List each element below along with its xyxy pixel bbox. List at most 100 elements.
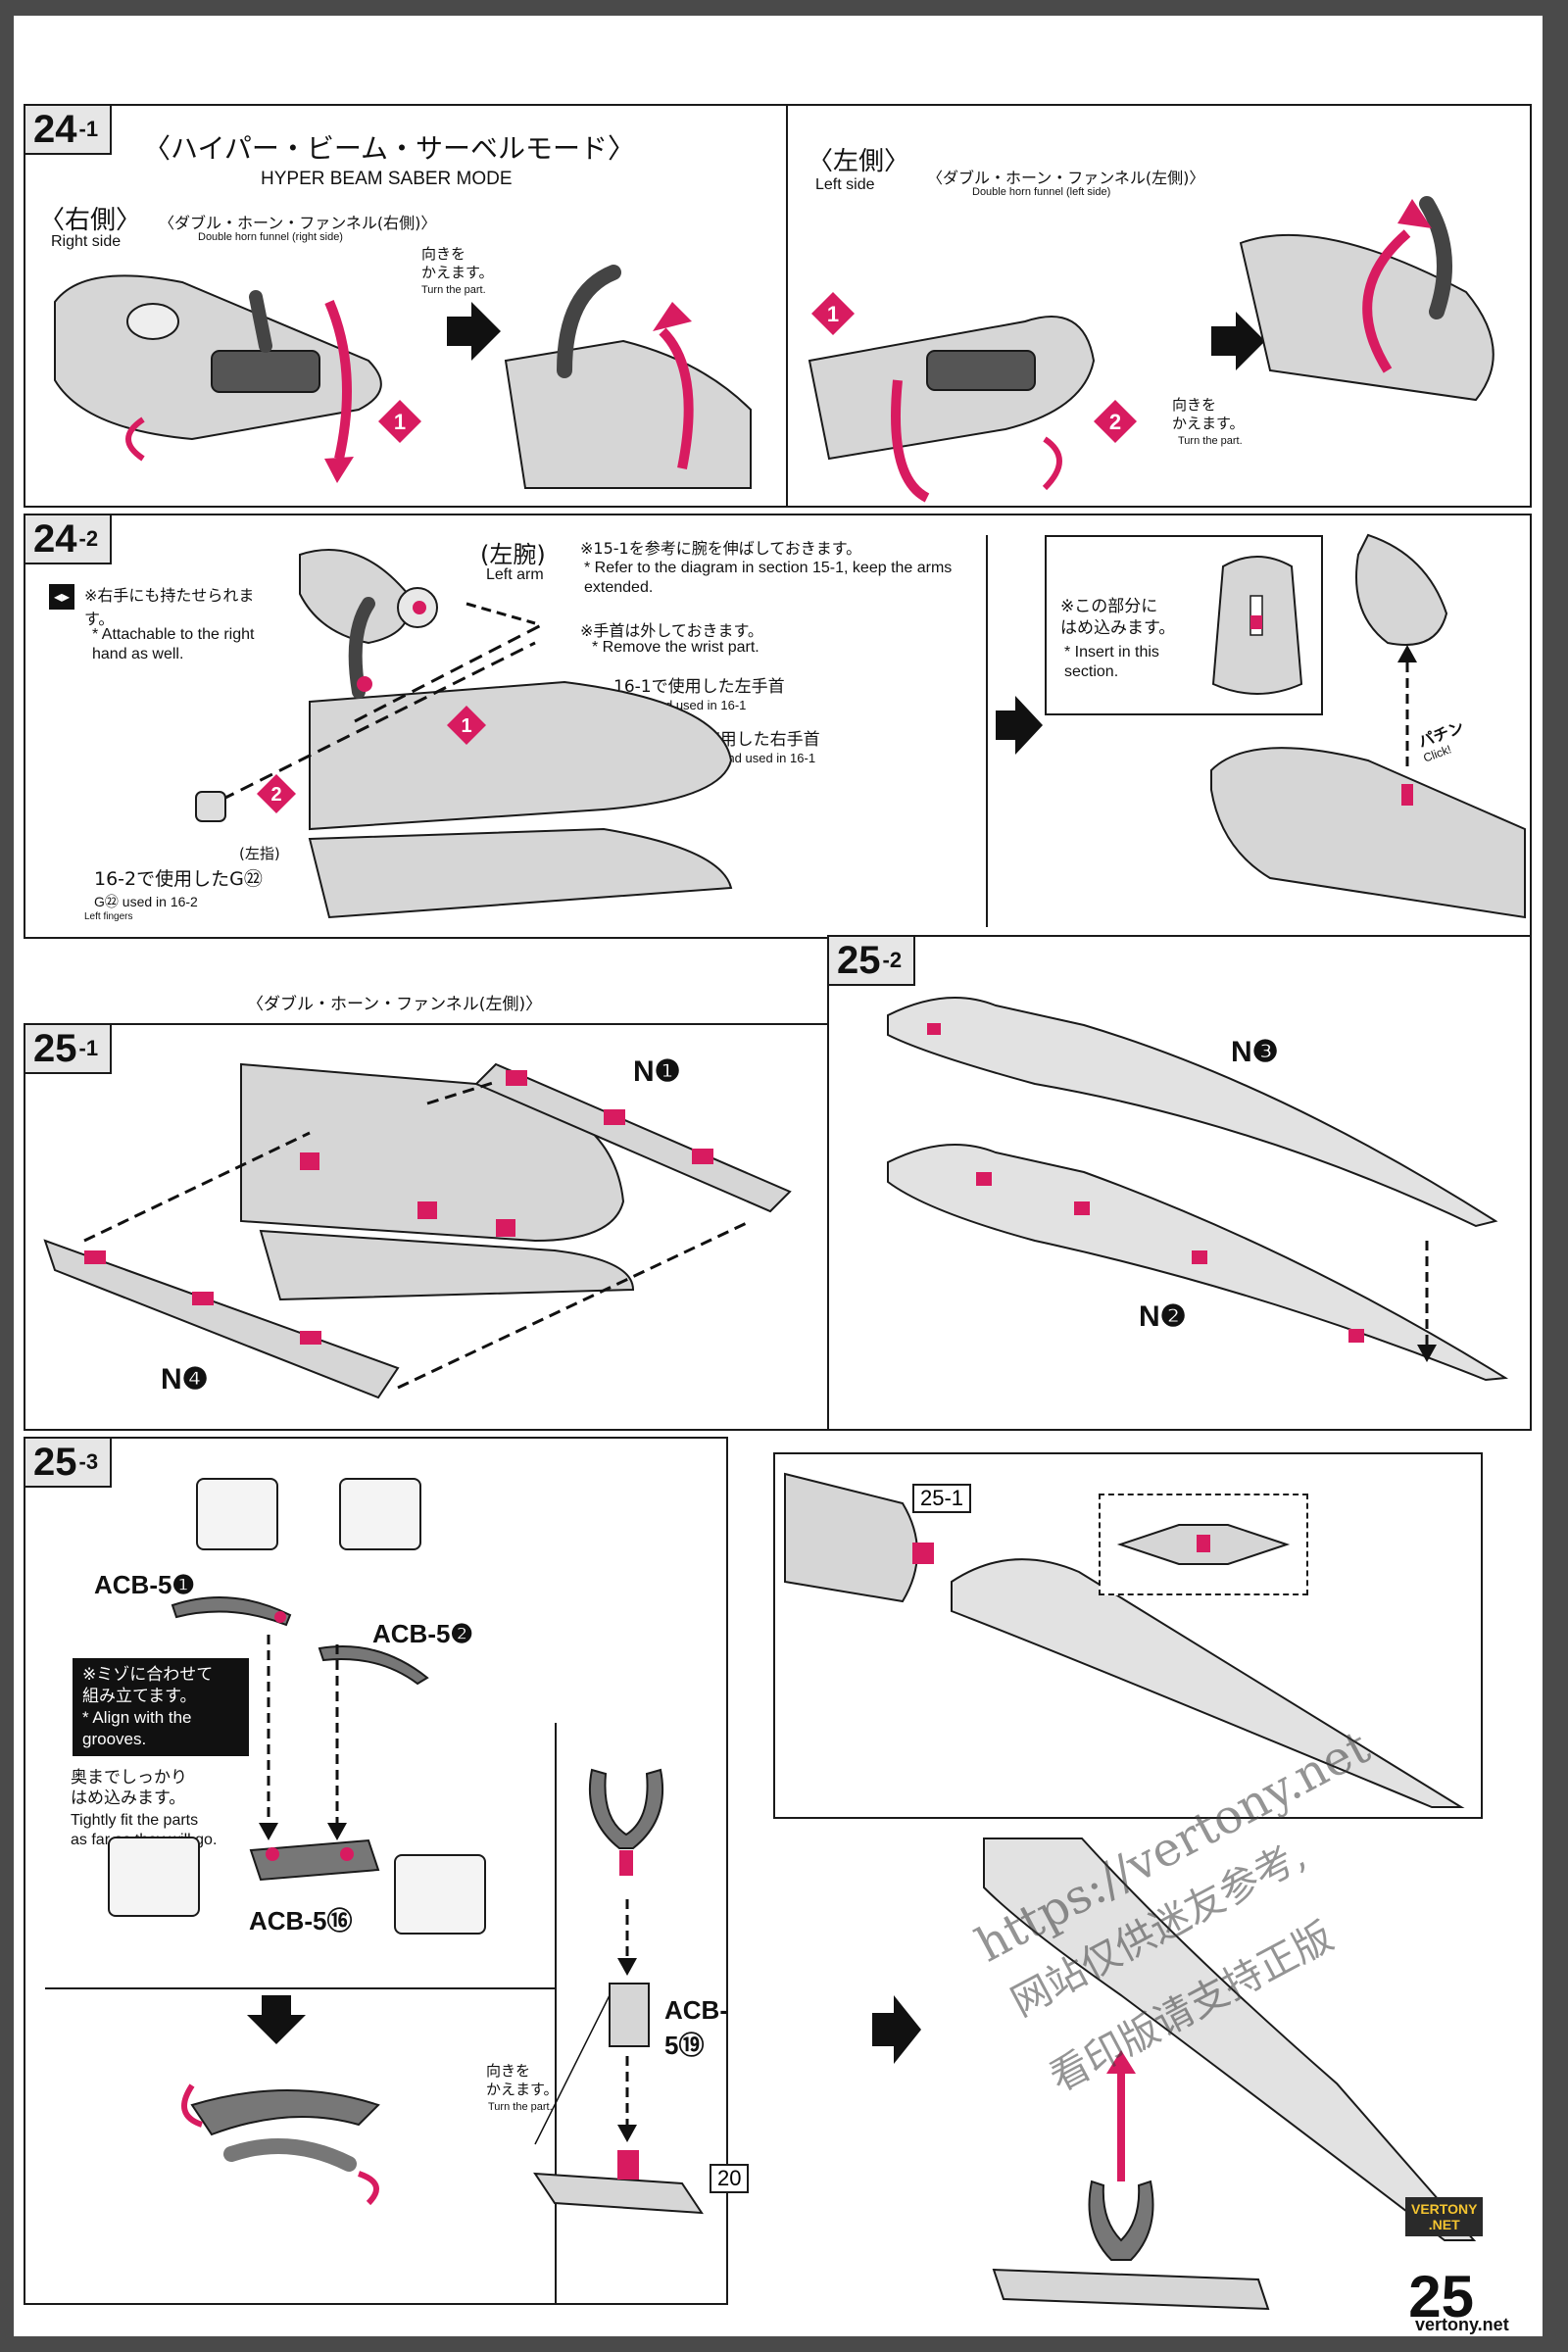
stand-base xyxy=(533,2150,704,2215)
part-n3-label: N❸ xyxy=(1231,1036,1279,1068)
step-title: 〈ハイパー・ビーム・サーベルモード〉 xyxy=(143,132,636,165)
funnel-right-label-en: Double horn funnel (right side) xyxy=(198,231,343,243)
funnel-left-illustration xyxy=(808,316,1096,503)
acb16-part xyxy=(249,1838,380,1882)
groove-note-jp: ※ミゾに合わせて 組み立てます。 xyxy=(82,1665,214,1706)
footer-site: vertony.net xyxy=(1415,2315,1509,2334)
slot-illustration xyxy=(1211,556,1303,695)
panel-divider xyxy=(986,535,988,927)
next-arrow-final xyxy=(872,1995,921,2064)
attach-note-en: * Attachable to the right hand as well. xyxy=(92,626,255,662)
turn-note: 向きを かえます。 xyxy=(486,2062,559,2098)
extend-note-en: * Refer to the diagram in section 15-1, … xyxy=(584,560,953,596)
left-arm-label: (左腕) xyxy=(480,541,546,568)
section-divider xyxy=(45,1987,555,1989)
double-horn-funnel-illustration xyxy=(308,597,733,919)
turn-note-left-en: Turn the part. xyxy=(1178,435,1243,447)
svg-text:2: 2 xyxy=(1109,410,1121,434)
left-arm-label-en: Left arm xyxy=(486,566,544,583)
acb2-part xyxy=(318,1645,429,1686)
step1-marker: 1 xyxy=(447,706,486,745)
panel-divider xyxy=(786,106,788,506)
slot-detail xyxy=(1116,1524,1291,1565)
callout-acb2 xyxy=(339,1478,421,1550)
right-side-label-en: Right side xyxy=(51,233,122,250)
step-24-2-panel: 24-2 ◂▸ ※右手にも持たせられます。 * Attachable to th… xyxy=(24,514,1532,1014)
manual-page: 24-1 〈ハイパー・ビーム・サーベルモード〉 HYPER BEAM SABER… xyxy=(14,16,1543,2336)
dashed-guide xyxy=(1417,1241,1437,1362)
step-title-en: HYPER BEAM SABER MODE xyxy=(261,169,513,189)
final-assembly-panel: 25-1 xyxy=(773,1452,1483,1819)
step-25-3-panel: 25-3 ACB-5❶ ACB-5❷ ※ミゾに合わせて 組み立てます。 * Al… xyxy=(24,1437,750,2305)
svg-text:1: 1 xyxy=(461,715,471,737)
turn-note-en: Turn the part. xyxy=(421,284,486,296)
part-n1-illustration xyxy=(474,1062,792,1213)
step1-marker: 1 xyxy=(378,400,421,443)
left-fingers-label: (左指) xyxy=(239,845,280,862)
turn-note: 向きを かえます。 xyxy=(421,245,494,281)
acb19-part xyxy=(609,1983,650,2047)
insert-note-en: * Insert in this section. xyxy=(1064,644,1159,680)
acb1-label: ACB-5❶ xyxy=(94,1570,195,1599)
step2-marker: 2 xyxy=(257,774,296,813)
page-number: 25 xyxy=(1408,2264,1474,2329)
step1-text: 1 xyxy=(394,410,406,434)
funnel-right-result xyxy=(504,265,752,489)
next-arrow xyxy=(996,696,1043,755)
funnel-body-illustration xyxy=(240,1062,635,1301)
callout-acb16-left xyxy=(108,1837,200,1917)
groove-note: ※ミゾに合わせて 組み立てます。 * Align with the groove… xyxy=(73,1658,249,1756)
left-fingers-used: 16-2で使用したG㉒ xyxy=(94,868,263,890)
part-n4-illustration xyxy=(43,1239,400,1399)
insert-note: ※この部分に はめ込みます。 xyxy=(1060,597,1176,638)
step-25-1-panel: 25-1 N❶ N❹ xyxy=(24,1023,831,1431)
funnel-left-label-en: Double horn funnel (left side) xyxy=(972,186,1111,198)
step-number: 24-1 xyxy=(25,106,113,155)
left-hand-used: 16-1で使用した左手首 xyxy=(613,677,785,697)
left-side-label-en: Left side xyxy=(815,176,875,193)
down-arrow xyxy=(247,1995,306,2044)
left-side-label: 〈左側〉 xyxy=(808,147,910,176)
acb2-label: ACB-5❷ xyxy=(372,1619,473,1648)
insert-callout: ※この部分に はめ込みます。 * Insert in this section. xyxy=(1045,535,1323,715)
assembled-illustration xyxy=(1210,533,1526,919)
hand-icon xyxy=(195,791,226,822)
part-20-ref: 20 xyxy=(710,2164,750,2193)
callout-acb1 xyxy=(196,1478,278,1550)
dashed-guide-right xyxy=(534,1899,637,2145)
part-n3-illustration xyxy=(887,997,1498,1228)
groove-note-en: * Align with the grooves. xyxy=(82,1708,192,1748)
yoke-part xyxy=(588,1768,664,1876)
ref-25-1: 25-1 xyxy=(912,1484,972,1513)
step-number: 24-2 xyxy=(25,515,113,564)
part-20-number: 20 xyxy=(717,2166,742,2190)
ref-25-1-text: 25-1 xyxy=(920,1486,964,1510)
part-n1-label: N❶ xyxy=(633,1055,681,1088)
left-fingers-used-en: G㉒ used in 16-2 xyxy=(94,894,198,909)
funnel-right-illustration xyxy=(54,274,382,483)
step-number: 25-2 xyxy=(829,937,916,986)
callout-acb16-right xyxy=(394,1854,486,1935)
dashed-guide-1 xyxy=(220,602,546,802)
step-25-2-panel: 25-2 N❸ N❷ xyxy=(827,935,1532,1431)
funnel-right-label: 〈ダブル・ホーン・ファンネル(右側)〉 xyxy=(159,214,437,232)
next-arrow-left xyxy=(1211,312,1265,370)
wrist-note: ※手首は外しておきます。 xyxy=(580,621,763,640)
final-illustration xyxy=(983,1838,1477,2311)
turn-note-en: Turn the part. xyxy=(488,2101,553,2113)
turn-note-left: 向きを かえます。 xyxy=(1172,396,1245,432)
dashed-guides xyxy=(259,1635,347,1840)
funnel-left-result xyxy=(1239,196,1494,402)
step1-marker-left: 1 xyxy=(811,292,855,335)
step2-marker-left: 2 xyxy=(1094,400,1137,443)
step-number: 25-1 xyxy=(25,1025,113,1074)
swap-hand-icon: ◂▸ xyxy=(49,584,74,610)
saber-mount-illustration xyxy=(784,1472,1465,1808)
zoom-detail xyxy=(1099,1494,1308,1595)
funnel-left-label: 〈ダブル・ホーン・ファンネル(左側)〉 xyxy=(247,995,543,1014)
dashed-guides xyxy=(83,1080,752,1390)
step-24-1-panel: 24-1 〈ハイパー・ビーム・サーベルモード〉 HYPER BEAM SABER… xyxy=(24,104,1532,561)
assembled-yoke xyxy=(181,2083,380,2206)
right-side-label: 〈右側〉 xyxy=(39,206,142,235)
panel-divider xyxy=(555,1723,557,2303)
